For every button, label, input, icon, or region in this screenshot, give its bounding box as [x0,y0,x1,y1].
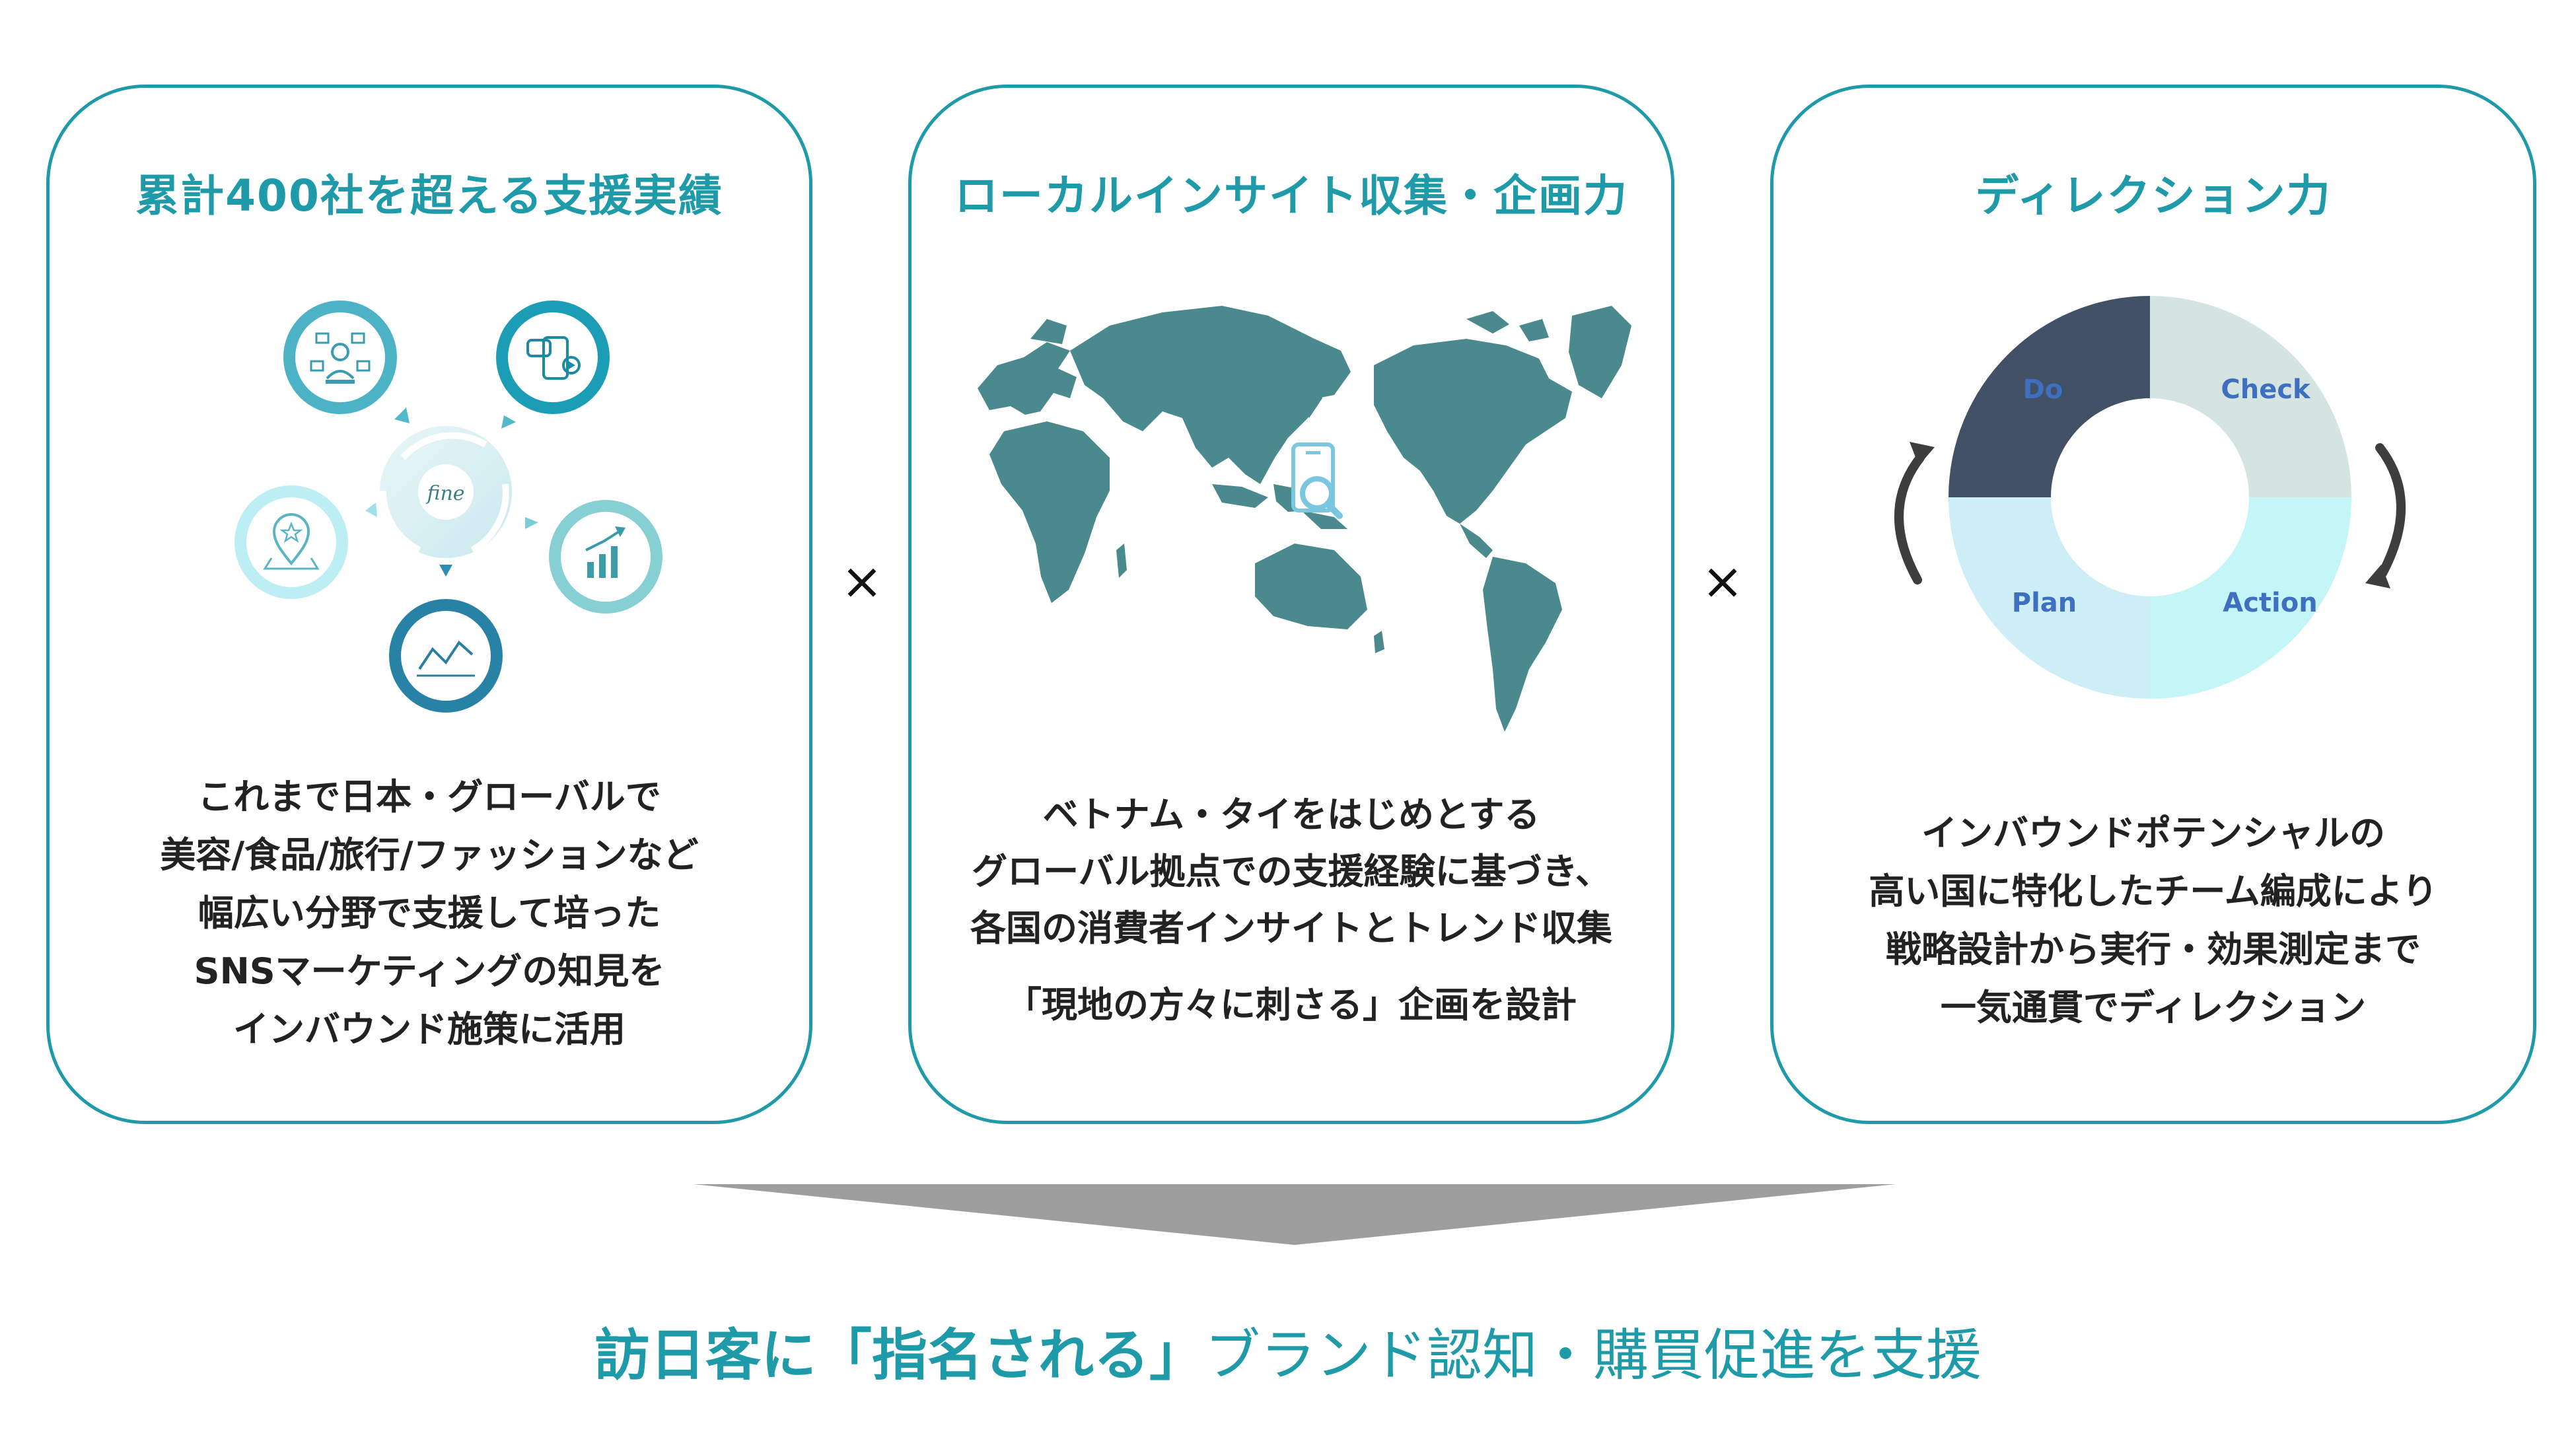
card-emphasis-line: 「現地の方々に刺さる」企画を設計 [1006,984,1577,1026]
bottom-message-rest: ブランド認知・購買促進を支援 [1205,1323,1982,1388]
meeting-icon [283,300,397,414]
pdca-segment-action [2150,497,2351,699]
pdca-label-plan: Plan [2012,588,2077,618]
bottom-message-emphasis: 訪日客に「指名される」 [594,1323,1205,1388]
card-local-insight: ローカルインサイト収集・企画力 [908,85,1674,1124]
card-title: ディレクション力 [1975,170,2332,221]
phone-search-icon [1291,442,1343,519]
cycle-arrow-left-icon [1894,442,1935,584]
pdca-cycle-diagram: Do Check Plan Action [1894,296,2406,699]
multiply-operator: × [1701,551,1744,610]
card-direction: ディレクション力 Do Check Plan Action インバウンドポテンシ… [1770,85,2536,1124]
pdca-label-action: Action [2223,588,2317,618]
card-title: 累計400社を超える支援実績 [135,170,723,221]
pdca-segment-check [2150,296,2351,497]
map-pin-star-icon [234,485,348,599]
smartphone-chat-icon [496,300,610,414]
card-description: これまで日本・グローバルで 美容/食品/旅行/ファッションなど 幅広い分野で支援… [160,776,699,1050]
down-arrow-icon [694,1184,1896,1245]
multiply-operator: × [841,551,883,610]
world-map-icon [978,306,1631,732]
svg-text:fine: fine [425,482,464,505]
card-description: インバウンドポテンシャルの 高い国に特化したチーム編成により 戦略設計から実行・… [1869,812,2438,1028]
line-graph-icon [389,599,503,713]
pdca-label-check: Check [2221,374,2311,405]
pdca-segment-plan [1949,497,2150,699]
bar-chart-up-icon [549,500,662,614]
bottom-message: 訪日客に「指名される」ブランド認知・購買促進を支援 [0,1311,2576,1391]
card-support-track-record: 累計400社を超える支援実績 fine [46,85,812,1124]
pdca-label-do: Do [2023,374,2063,405]
card-title: ローカルインサイト収集・企画力 [954,170,1628,221]
support-hub-illustration: fine [234,300,662,713]
cycle-arrow-right-icon [2365,443,2406,588]
card-description: ベトナム・タイをはじめとする グローバル拠点での支援経験に基づき、 各国の消費者… [912,787,1671,1034]
pdca-segment-do [1949,296,2150,497]
hub-logo: fine [379,426,512,558]
